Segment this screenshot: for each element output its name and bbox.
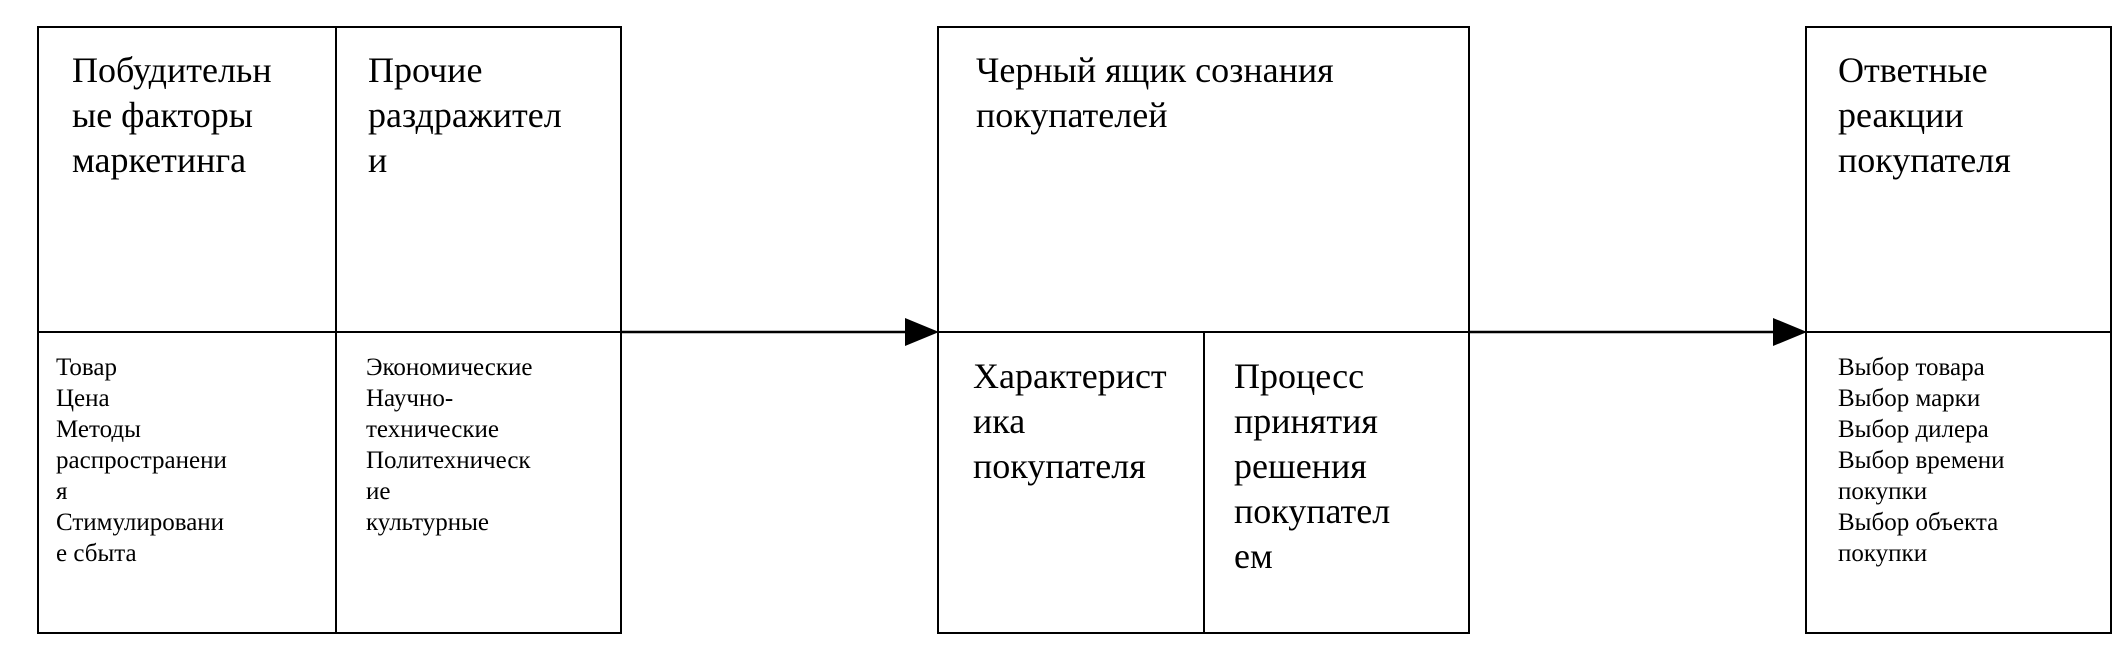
marketing-factors-title: Побудительн ые факторы маркетинга [72, 50, 272, 180]
responses-block [1805, 26, 2112, 634]
arrow-black-box-to-responses [1470, 318, 1807, 346]
stimuli-column-divider [335, 26, 337, 634]
arrow-stimuli-to-black-box [622, 318, 939, 346]
buyer-responses-title: Ответные реакции покупателя [1838, 50, 2011, 180]
responses-row-divider [1805, 331, 2112, 333]
marketing-factors-list: Товар Цена Методы распространени я Стиму… [56, 354, 227, 567]
buyer-decision-process: Процесс принятия решения покупател ем [1234, 356, 1391, 576]
other-stimuli-list: Экономические Научно- технические Полите… [366, 354, 533, 536]
black-box-column-divider [1203, 331, 1205, 634]
buyer-characteristics: Характерист ика покупателя [973, 356, 1167, 486]
stimuli-row-divider [37, 331, 622, 333]
buyer-responses-list: Выбор товара Выбор марки Выбор дилера Вы… [1838, 354, 2005, 567]
stimuli-block [37, 26, 622, 634]
other-stimuli-title: Прочие раздражител и [368, 50, 562, 180]
black-box-title: Черный ящик сознания покупателей [976, 50, 1334, 135]
